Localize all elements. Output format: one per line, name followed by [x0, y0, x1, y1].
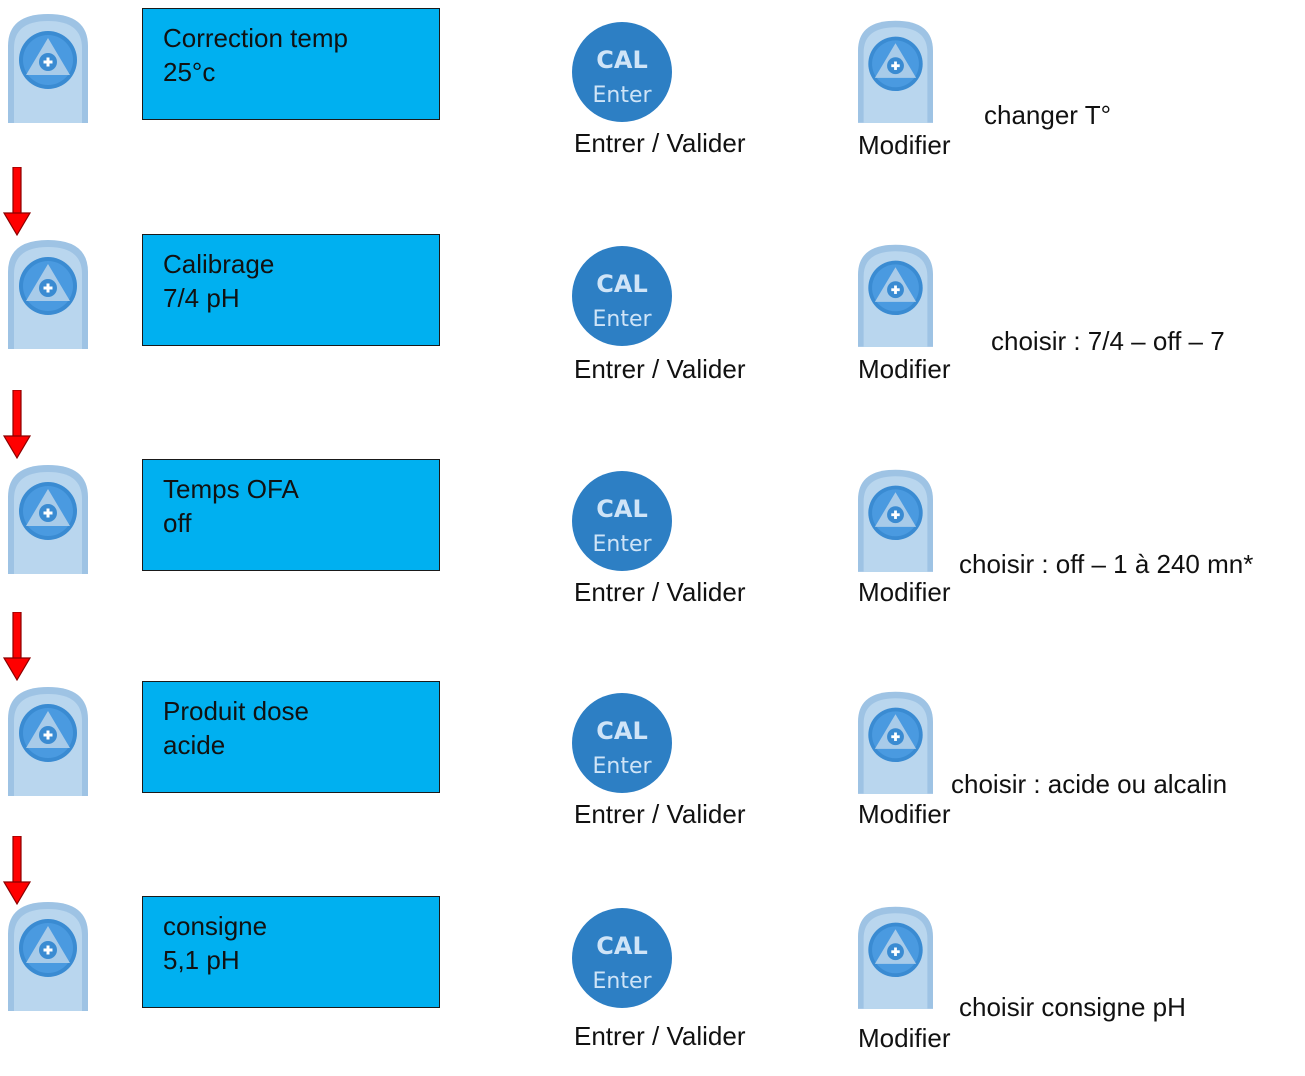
down-arrow-icon: [0, 612, 34, 682]
plus-triangle-button-icon[interactable]: [858, 238, 933, 348]
cal-enter-button-icon[interactable]: CAL Enter: [572, 22, 672, 122]
modify-label: Modifier: [858, 130, 951, 160]
cal-button-label: Entrer / Valider: [574, 799, 746, 829]
step-row-2: Calibrage 7/4 pH CAL Enter Entrer / Vali…: [0, 234, 1305, 414]
plus-triangle-button-icon[interactable]: [8, 234, 88, 349]
cal-enter-button-icon[interactable]: CAL Enter: [572, 693, 672, 793]
lcd-screen: Produit dose acide: [142, 681, 440, 793]
step-note: choisir : off – 1 à 240 mn*: [959, 549, 1254, 579]
lcd-screen: Correction temp 25°c: [142, 8, 440, 120]
plus-triangle-button-icon[interactable]: [858, 463, 933, 573]
plus-triangle-button-icon[interactable]: [858, 900, 933, 1010]
step-note: choisir : 7/4 – off – 7: [991, 326, 1225, 356]
step-row-3: Temps OFA off CAL Enter Entrer / Valider…: [0, 459, 1305, 639]
screen-line-2: 7/4 pH: [163, 283, 240, 313]
plus-triangle-button-icon[interactable]: [858, 685, 933, 795]
enter-text: Enter: [592, 532, 652, 557]
enter-text: Enter: [592, 83, 652, 108]
cal-button-label: Entrer / Valider: [574, 577, 746, 607]
cal-text: CAL: [596, 932, 647, 960]
step-row-4: Produit dose acide CAL Enter Entrer / Va…: [0, 681, 1305, 861]
plus-triangle-button-icon[interactable]: [858, 14, 933, 124]
cal-text: CAL: [596, 46, 647, 74]
screen-line-2: 5,1 pH: [163, 945, 240, 975]
cal-text: CAL: [596, 717, 647, 745]
down-arrow-icon: [0, 167, 34, 237]
screen-line-1: Calibrage: [163, 249, 275, 279]
plus-triangle-button-icon[interactable]: [8, 459, 88, 574]
plus-triangle-button-icon[interactable]: [8, 896, 88, 1011]
modify-label: Modifier: [858, 1023, 951, 1053]
modify-label: Modifier: [858, 354, 951, 384]
cal-button-label: Entrer / Valider: [574, 128, 746, 158]
cal-button-label: Entrer / Valider: [574, 1021, 746, 1051]
cal-button-label: Entrer / Valider: [574, 354, 746, 384]
step-note: choisir consigne pH: [959, 992, 1186, 1022]
step-note: changer T°: [984, 100, 1111, 130]
step-row-1: Correction temp 25°c CAL Enter Entrer / …: [0, 8, 1305, 188]
enter-text: Enter: [592, 969, 652, 994]
plus-triangle-button-icon[interactable]: [8, 8, 88, 123]
screen-line-2: 25°c: [163, 57, 216, 87]
screen-line-1: Correction temp: [163, 23, 348, 53]
cal-enter-button-icon[interactable]: CAL Enter: [572, 246, 672, 346]
cal-enter-button-icon[interactable]: CAL Enter: [572, 908, 672, 1008]
enter-text: Enter: [592, 307, 652, 332]
lcd-screen: Calibrage 7/4 pH: [142, 234, 440, 346]
down-arrow-icon: [0, 390, 34, 460]
cal-enter-button-icon[interactable]: CAL Enter: [572, 471, 672, 571]
step-row-5: consigne 5,1 pH CAL Enter Entrer / Valid…: [0, 896, 1305, 1076]
modify-label: Modifier: [858, 799, 951, 829]
screen-line-2: acide: [163, 730, 226, 760]
lcd-screen: Temps OFA off: [142, 459, 440, 571]
screen-line-2: off: [163, 508, 192, 538]
screen-line-1: Temps OFA: [163, 474, 299, 504]
lcd-screen: consigne 5,1 pH: [142, 896, 440, 1008]
enter-text: Enter: [592, 754, 652, 779]
screen-line-1: consigne: [163, 911, 268, 941]
plus-triangle-button-icon[interactable]: [8, 681, 88, 796]
step-note: choisir : acide ou alcalin: [951, 769, 1228, 799]
cal-text: CAL: [596, 270, 647, 298]
modify-label: Modifier: [858, 577, 951, 607]
screen-line-1: Produit dose: [163, 696, 309, 726]
cal-text: CAL: [596, 495, 647, 523]
